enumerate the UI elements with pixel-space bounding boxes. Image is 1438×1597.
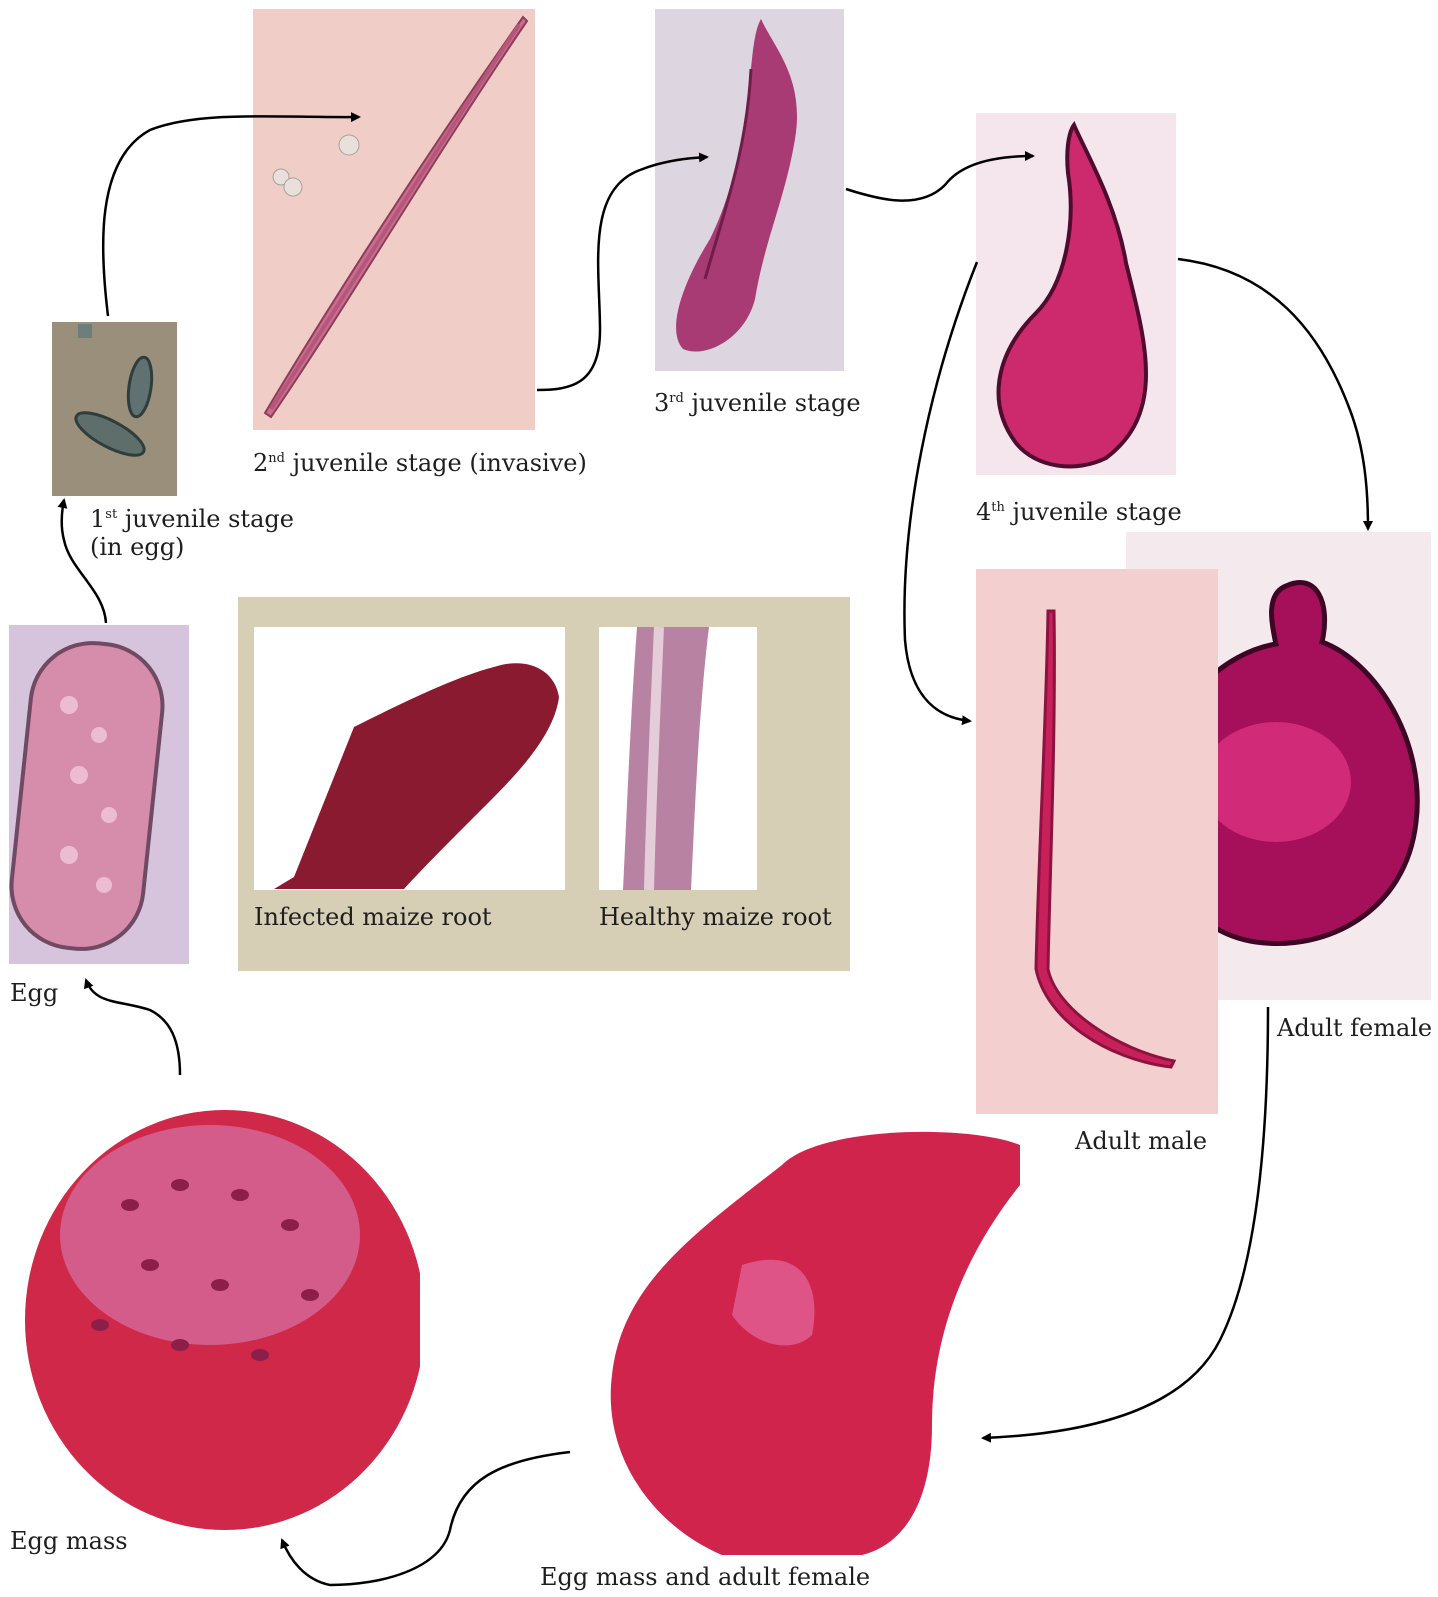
arrow-j4-to-female xyxy=(1178,259,1368,529)
label-egg-mass: Egg mass xyxy=(10,1526,128,1556)
label-j1-line2: (in egg) xyxy=(90,532,184,562)
arrow-j2-to-j3 xyxy=(537,157,707,390)
label-egg: Egg xyxy=(10,978,58,1008)
arrow-eggmass-to-egg xyxy=(86,980,180,1075)
label-j4: 4th juvenile stage xyxy=(976,493,1182,527)
label-adult-female: Adult female xyxy=(1277,1013,1432,1043)
label-j1: 1st juvenile stage xyxy=(90,500,294,534)
arrow-eggmass-female-to-eggmass xyxy=(282,1452,570,1585)
label-adult-male: Adult male xyxy=(1075,1126,1207,1156)
arrow-j3-to-j4 xyxy=(846,156,1033,201)
label-egg-mass-female: Egg mass and adult female xyxy=(540,1562,870,1592)
arrow-j4-to-male xyxy=(904,262,977,721)
arrow-j1-to-j2 xyxy=(103,116,359,316)
label-j2: 2nd juvenile stage (invasive) xyxy=(253,444,587,478)
arrow-female-to-eggmass-female xyxy=(983,1007,1268,1438)
label-j3: 3rd juvenile stage xyxy=(654,384,861,418)
